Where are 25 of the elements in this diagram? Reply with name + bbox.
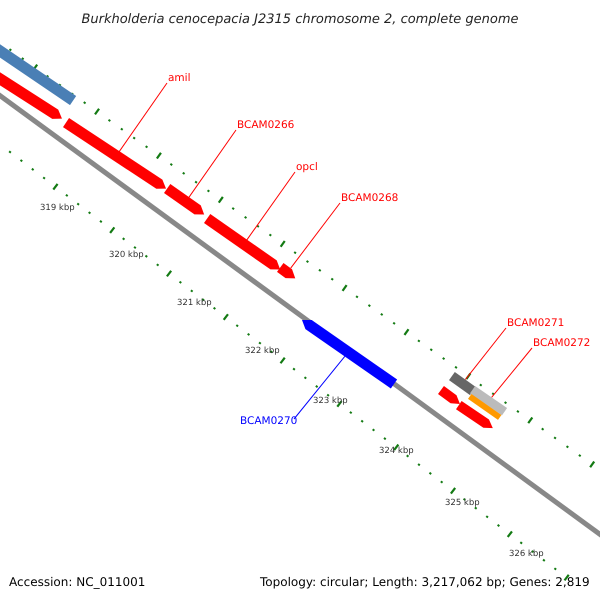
title: Burkholderia cenocepacia J2315 chromosome 2, complete genome: [80, 11, 520, 29]
position-label: 323 kbp: [313, 396, 348, 406]
footer-text: Accession: NC_011001: [9, 575, 146, 589]
gene-label: BCAM0271: [507, 317, 564, 329]
position-label: 321 kbp: [177, 298, 212, 308]
footer-text: Topology: circular; Length: 3,217,062 bp; Genes: 2,819: [260, 575, 590, 589]
position-label: 320 kbp: [109, 250, 144, 260]
gene-label: BCAM0272: [533, 337, 590, 349]
position-label: 325 kbp: [445, 498, 480, 508]
leader-line: [188, 130, 236, 198]
gene-label: BCAM0266: [237, 119, 294, 131]
leader-line: [491, 348, 532, 398]
leader-line: [290, 202, 340, 269]
leader-line: [118, 82, 168, 152]
position-label: 326 kbp: [509, 549, 544, 559]
position-label: 324 kbp: [379, 446, 414, 456]
gene-label: BCAM0268: [341, 192, 398, 204]
gene-label: amil: [168, 72, 190, 84]
leader-line: [294, 356, 346, 420]
leader-line: [246, 172, 296, 241]
leader-line: [464, 328, 506, 380]
position-label: 322 kbp: [245, 346, 280, 356]
gene-label: opcl: [296, 161, 318, 173]
gene-label: BCAM0270: [240, 415, 298, 427]
position-label: 319 kbp: [40, 203, 75, 213]
